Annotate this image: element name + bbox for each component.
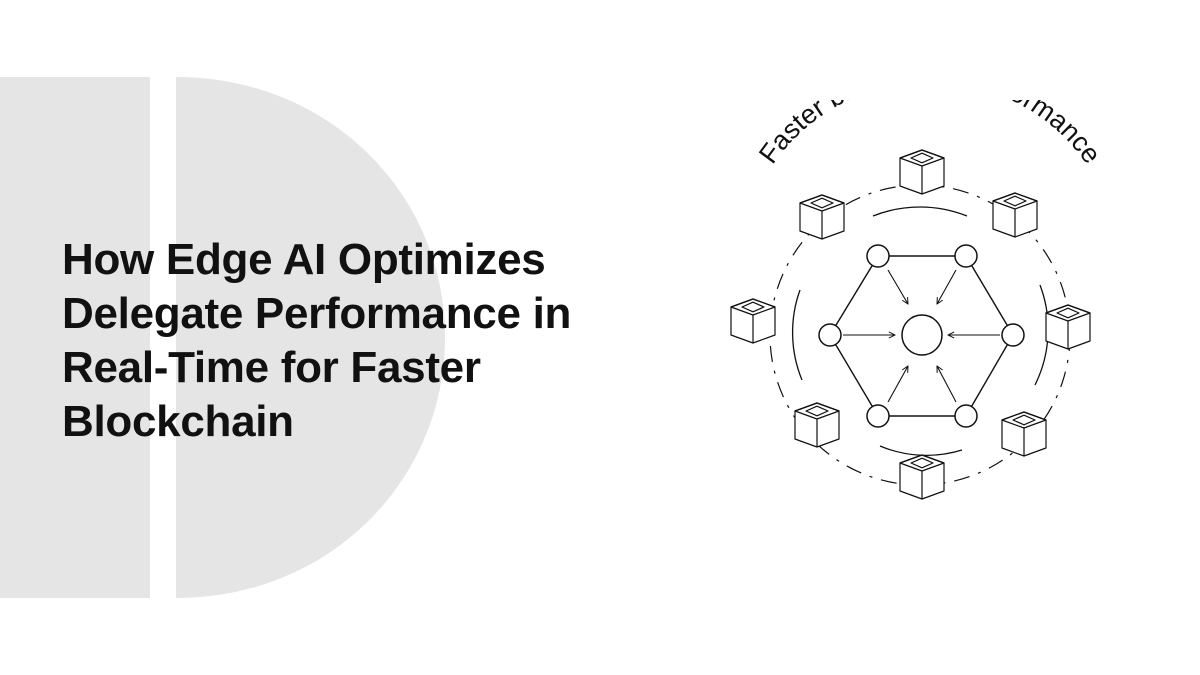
node-bottom-right — [954, 404, 978, 428]
block-cube-icon — [992, 192, 1038, 238]
block-cube-icon — [1045, 304, 1091, 350]
blockchain-network-diagram: Faster blockchain performance — [730, 100, 1107, 500]
node-bottom-left — [866, 404, 890, 428]
block-cube-icon — [730, 298, 776, 344]
node-top-right — [954, 244, 978, 268]
block-cube-icon — [899, 149, 945, 195]
block-cube-icon — [899, 454, 945, 500]
central-node — [901, 314, 943, 356]
block-cube-icon — [794, 402, 840, 448]
logo-bar — [0, 77, 150, 598]
page-title: How Edge AI Optimizes Delegate Performan… — [62, 235, 572, 446]
node-top-left — [866, 244, 890, 268]
node-right — [1001, 323, 1025, 347]
block-cubes — [730, 149, 1091, 500]
node-left — [818, 323, 842, 347]
block-cube-icon — [799, 194, 845, 240]
network-nodes — [818, 244, 1025, 428]
logo-half-disc — [176, 77, 445, 598]
flow-arrows — [843, 269, 1000, 403]
block-cube-icon — [1001, 411, 1047, 457]
